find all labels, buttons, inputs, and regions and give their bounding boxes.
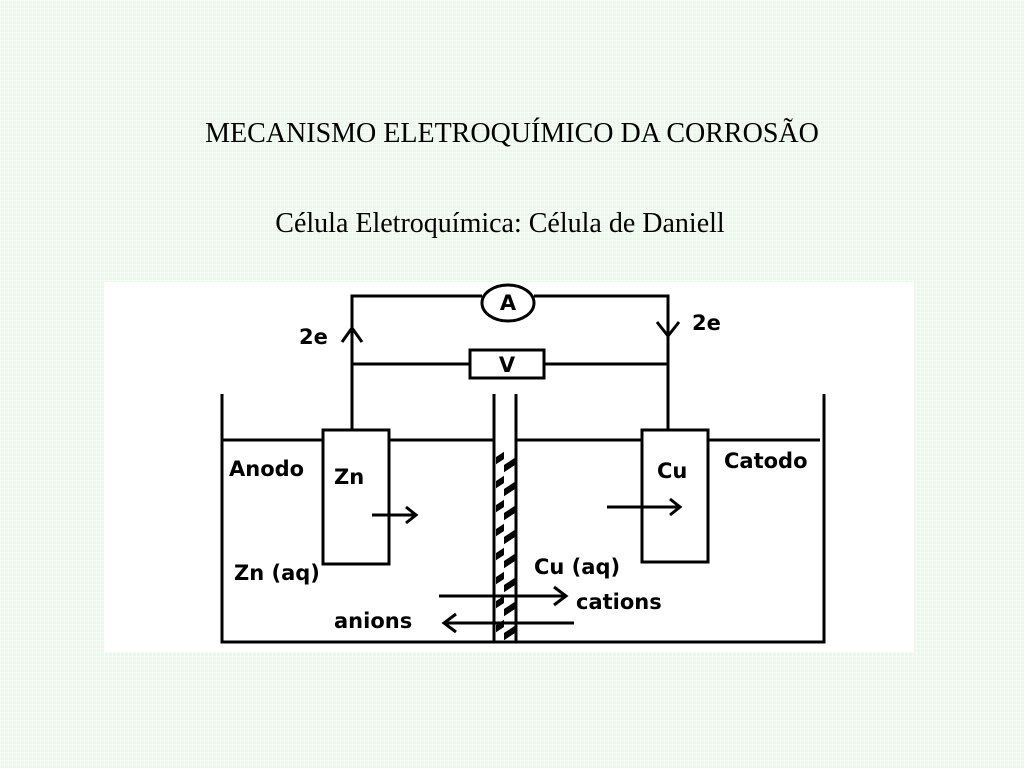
electrode-arrow-cu-icon xyxy=(607,497,683,517)
cation-arrow-right-icon xyxy=(439,585,569,607)
cations-label: cations xyxy=(576,590,662,614)
copper-electrode-label: Cu xyxy=(657,459,687,483)
porous-membrane xyxy=(492,394,518,642)
copper-solution-label: Cu (aq) xyxy=(534,555,620,579)
cathode-label: Catodo xyxy=(724,449,808,473)
anion-arrow-left-icon xyxy=(441,612,574,634)
beaker xyxy=(220,394,826,644)
voltmeter: V xyxy=(468,348,546,380)
ammeter-symbol: A xyxy=(500,291,517,315)
zinc-electrode: Zn xyxy=(321,428,391,566)
electron-arrow-up-icon xyxy=(340,325,364,343)
electron-arrow-down-icon xyxy=(655,321,681,339)
copper-electrode: Cu xyxy=(640,428,710,564)
ammeter: A xyxy=(480,283,536,323)
slide-subtitle: Célula Eletroquímica: Célula de Daniell xyxy=(275,208,725,239)
electron-right-label: 2e xyxy=(692,311,721,335)
voltmeter-symbol: V xyxy=(499,353,516,377)
zinc-solution-label: Zn (aq) xyxy=(234,561,320,585)
slide-title: MECANISMO ELETROQUÍMICO DA CORROSÃO xyxy=(205,118,819,149)
electron-left-label: 2e xyxy=(299,325,328,349)
anions-label: anions xyxy=(334,609,412,633)
anode-label: Anodo xyxy=(229,457,304,481)
circuit-wires xyxy=(350,294,670,430)
electrode-arrow-zn-icon xyxy=(372,505,419,525)
daniell-cell-diagram: A V 2e 2e Zn xyxy=(104,282,914,652)
zinc-electrode-label: Zn xyxy=(334,465,364,489)
daniell-cell-svg: A V 2e 2e Zn xyxy=(220,283,826,644)
